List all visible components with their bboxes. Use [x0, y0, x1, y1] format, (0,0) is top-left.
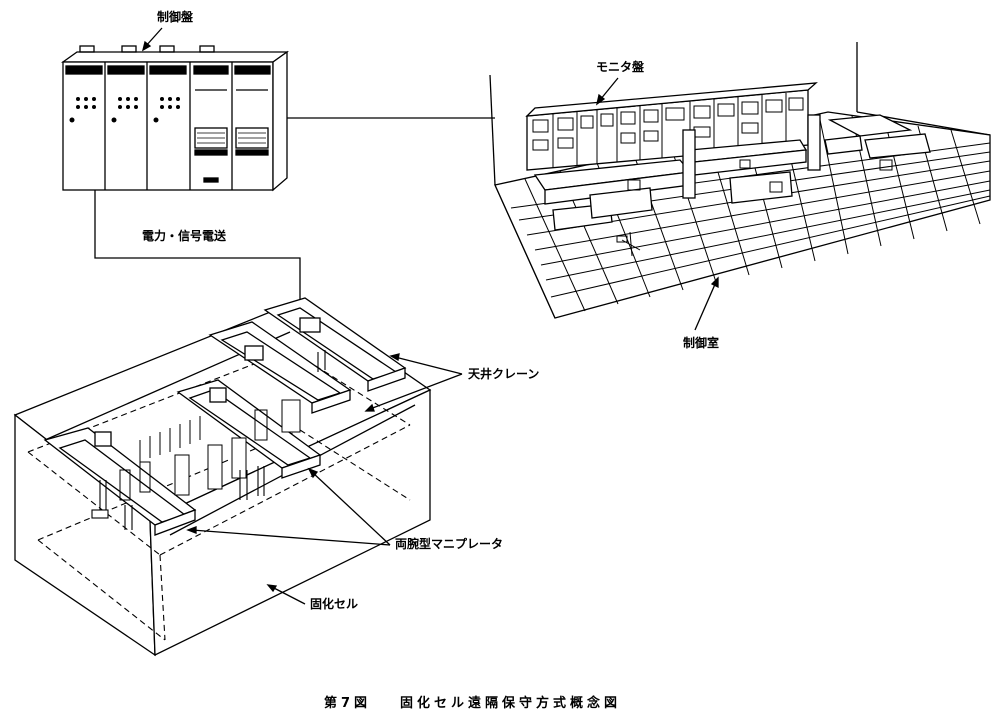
arrow-manipulator	[186, 467, 391, 546]
arrow-solidification-cell	[266, 584, 306, 605]
figure-title: 固化セル遠隔保守方式概念図	[400, 696, 622, 711]
label-monitor-panel: モニタ盤	[596, 60, 645, 74]
label-solidification-cell: 固化セル	[310, 597, 359, 611]
control-panel-drawing	[60, 45, 290, 192]
solidification-cell-drawing	[13, 297, 432, 657]
label-manipulator: 両腕型マニプレータ	[395, 537, 504, 551]
arrow-overhead-crane	[364, 353, 463, 412]
arrow-control-room	[694, 276, 719, 331]
label-overhead-crane: 天井クレーン	[468, 367, 540, 381]
figure-number: 第7図	[324, 696, 372, 711]
arrow-monitor-panel	[595, 77, 619, 106]
label-control-room: 制御室	[683, 336, 720, 350]
arrow-control-panel	[141, 27, 163, 52]
label-control-panel: 制御盤	[157, 10, 194, 24]
label-power-signal: 電力・信号電送	[142, 229, 227, 243]
connection-lines	[94, 117, 495, 300]
control-room-drawing	[489, 42, 991, 319]
